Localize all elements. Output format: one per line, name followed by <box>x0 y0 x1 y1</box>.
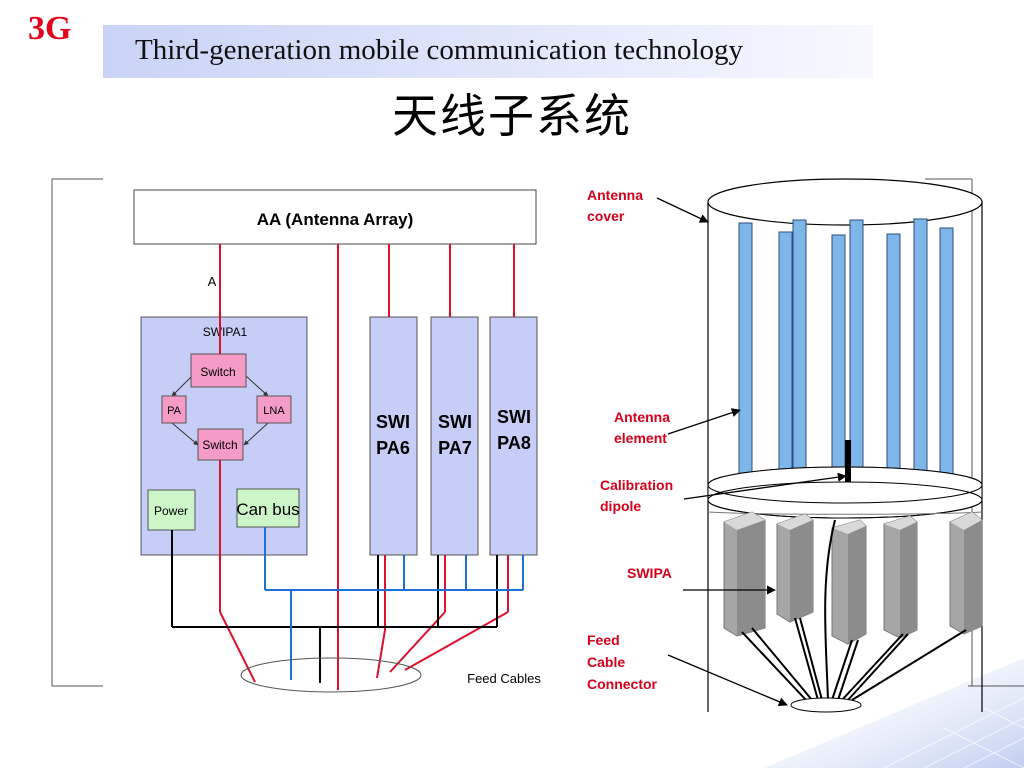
can-bus-lines <box>264 527 524 680</box>
antenna-element-bar <box>939 227 954 493</box>
antenna-element-bar <box>831 234 846 501</box>
title-banner <box>103 25 873 78</box>
left-block-diagram: AA (Antenna Array) SWIPA1 Switch PA LNA … <box>51 178 541 693</box>
antenna-cover-label-line1: Antenna <box>587 187 643 203</box>
antenna-cover-label-line2: cover <box>587 208 625 224</box>
corner-decoration <box>764 658 1024 768</box>
calibration-dipole-arrow <box>683 472 847 500</box>
switch-bottom-label: Switch <box>202 438 237 452</box>
swipa-block <box>831 519 867 645</box>
right-antenna-cutaway: Antenna cover Antenna element Calibratio… <box>587 178 1024 713</box>
banner-subtitle: Third-generation mobile communication te… <box>135 34 744 66</box>
calibration-dipole-label-line2: dipole <box>600 498 641 514</box>
swipa6-block <box>369 316 418 556</box>
calibration-dipole <box>845 440 851 482</box>
radome-top-cap <box>707 178 983 226</box>
swipa6-label-line2: PA6 <box>376 438 410 458</box>
port-a-label: A <box>208 274 217 289</box>
antenna-element-label-line1: Antenna <box>614 409 670 425</box>
antenna-cover-arrow <box>656 197 709 223</box>
power-label: Power <box>154 504 188 518</box>
antenna-element-bar <box>913 218 928 490</box>
right-feed-cables <box>741 519 967 701</box>
can-bus-box <box>236 488 300 528</box>
antenna-array-box <box>133 189 537 245</box>
swipa7-block <box>430 316 479 556</box>
swipa7-label-line1: SWI <box>438 412 472 432</box>
antenna-element-bar <box>792 219 807 479</box>
feed-cable-connector <box>790 697 862 713</box>
swipa-block <box>723 511 766 637</box>
antenna-element-label-line2: element <box>614 430 667 446</box>
swipa1-label: SWIPA1 <box>203 325 248 339</box>
antenna-element-bar <box>849 219 864 481</box>
antenna-array-label: AA (Antenna Array) <box>257 210 413 229</box>
lna-label: LNA <box>263 405 285 417</box>
feed-cable-connector-label-line1: Feed <box>587 632 620 648</box>
corner-3g-label: 3G <box>28 10 72 47</box>
lna-box <box>256 395 292 424</box>
swipa8-block <box>489 316 538 556</box>
can-bus-label: Can bus <box>236 500 299 519</box>
swipa7-label-line2: PA7 <box>438 438 472 458</box>
feed-cables-label: Feed Cables <box>467 671 541 686</box>
calibration-dipole-label-line1: Calibration <box>600 477 673 493</box>
power-box <box>147 489 196 531</box>
switch-top-box <box>190 353 247 388</box>
pa-label: PA <box>167 405 182 417</box>
left-frame-bracket <box>51 178 103 687</box>
feed-cable-connector-label-line2: Cable <box>587 654 625 670</box>
feed-cables-ellipse <box>240 657 422 693</box>
swipa8-label-line2: PA8 <box>497 433 531 453</box>
antenna-element-arrow <box>667 408 741 435</box>
antenna-element-bar <box>778 231 793 497</box>
feed-cable-connector-arrow <box>667 654 788 707</box>
rf-feed-lines <box>219 244 515 690</box>
swipa-block <box>883 515 918 639</box>
swipa6-label-line1: SWI <box>376 412 410 432</box>
antenna-element-bar <box>886 233 901 499</box>
switch-bottom-box <box>197 428 244 461</box>
swipa-block <box>949 511 983 635</box>
antenna-element-bar <box>738 222 753 491</box>
swipa8-label-line1: SWI <box>497 407 531 427</box>
switch-top-label: Switch <box>200 365 235 379</box>
pa-box <box>161 395 187 424</box>
page-title: 天线子系统 <box>392 89 632 143</box>
swipa-block <box>776 513 814 623</box>
swipa-label: SWIPA <box>627 565 672 581</box>
feed-cable-connector-label-line3: Connector <box>587 676 658 692</box>
swipa-blocks <box>723 511 983 645</box>
